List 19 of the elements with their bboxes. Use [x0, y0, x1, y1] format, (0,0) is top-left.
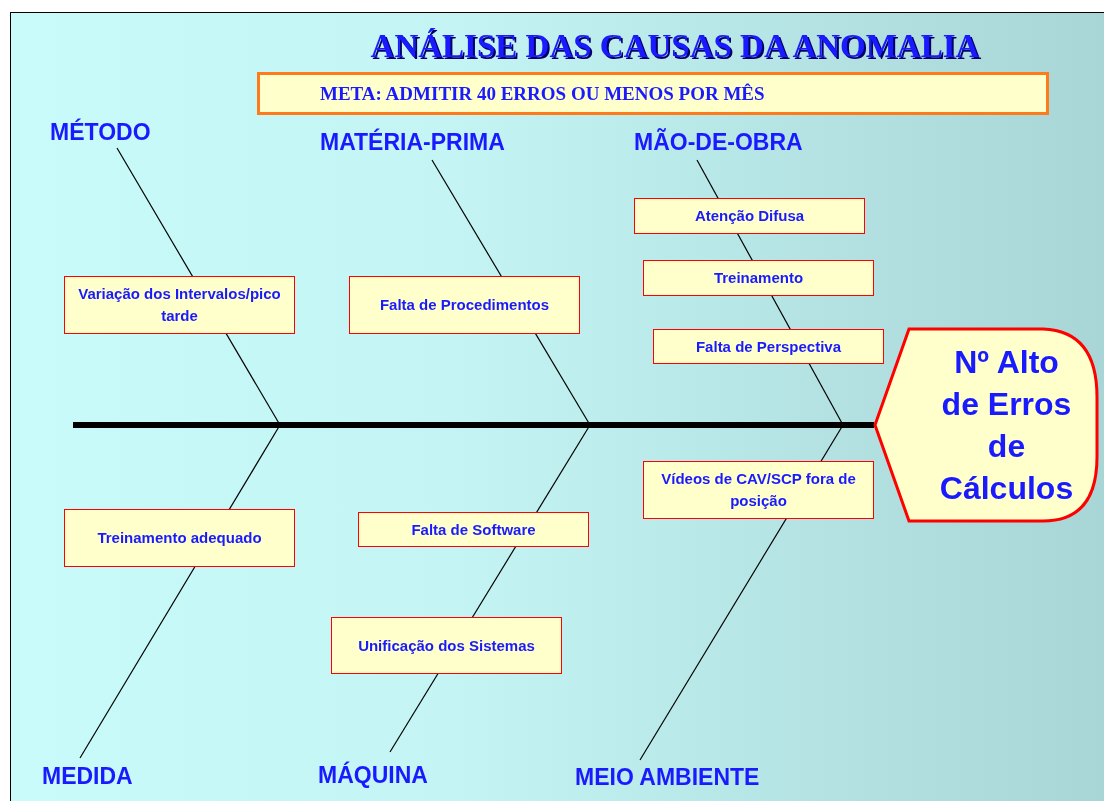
cause-box: Falta de Procedimentos — [349, 276, 580, 334]
cause-box: Falta de Software — [358, 512, 589, 547]
cause-box: Atenção Difusa — [634, 198, 865, 234]
cause-box: Falta de Perspectiva — [653, 329, 884, 364]
cause-box: Treinamento — [643, 260, 874, 296]
category-label: MATÉRIA-PRIMA — [320, 125, 550, 160]
category-label: MÉTODO — [50, 116, 190, 148]
title: ANÁLISE DAS CAUSAS DA ANOMALIA — [369, 28, 981, 65]
category-label: MEDIDA — [42, 758, 182, 794]
cause-box: Vídeos de CAV/SCP fora de posição — [643, 461, 874, 519]
category-label: MÃO-DE-OBRA — [634, 125, 864, 160]
cause-box: Unificação dos Sistemas — [331, 617, 562, 674]
cause-box: Treinamento adequado — [64, 509, 295, 567]
goal-box: META: ADMITIR 40 ERROS OU MENOS POR MÊS — [257, 72, 1049, 115]
category-label: MÁQUINA — [318, 752, 478, 798]
cause-box: Variação dos Intervalos/pico tarde — [64, 276, 295, 334]
category-label: MEIO AMBIENTE — [575, 760, 815, 794]
spine-line — [73, 422, 874, 428]
problem-head-box: Nº Alto de Erros de Cálculos — [873, 327, 1100, 523]
